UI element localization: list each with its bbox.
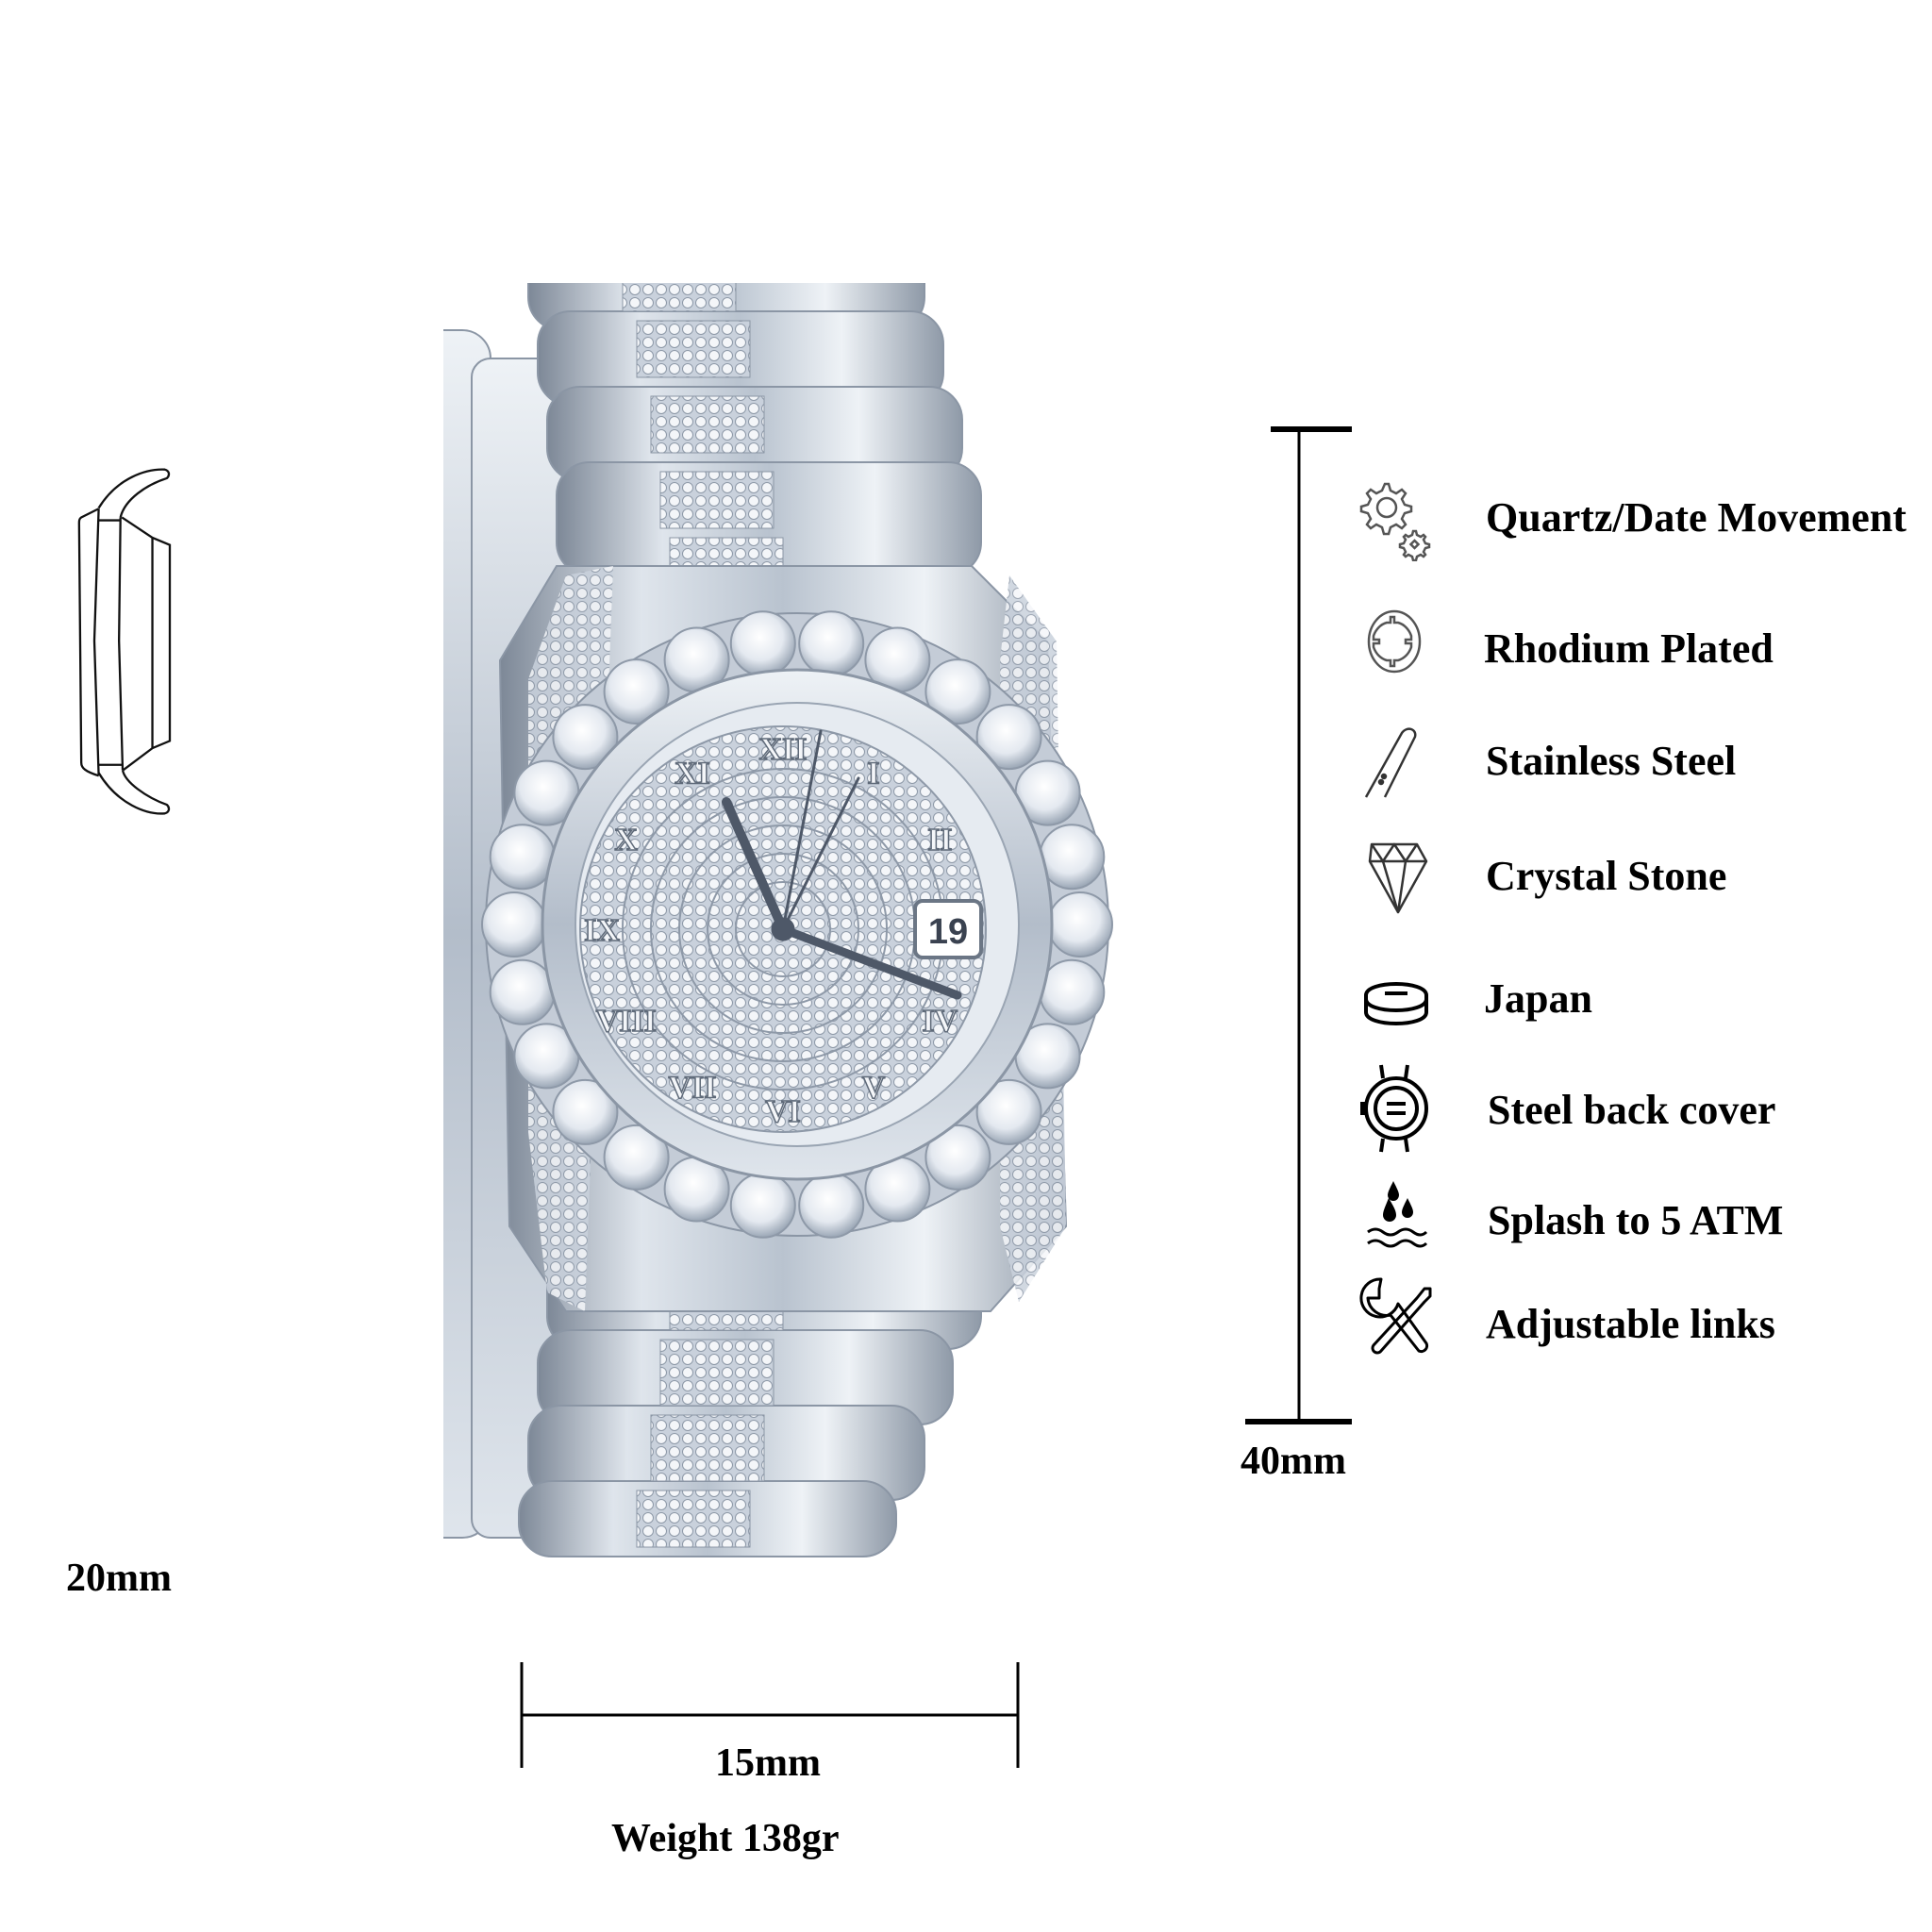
feature-label: Quartz/Date Movement [1486,494,1907,541]
dial-numeral: IV [922,1004,958,1039]
strap-icon [1358,722,1434,807]
feature-item-water: Splash to 5 ATM [1358,1179,1924,1264]
feature-item-links: Adjustable links [1358,1275,1924,1360]
water-drops-icon [1358,1179,1434,1264]
dial-numeral: XI [675,757,710,791]
feature-label: Stainless Steel [1486,738,1737,784]
width-dimension-line [519,1662,1021,1768]
bracelet-top [527,283,982,605]
feature-item-plating: Rhodium Plated [1358,602,1924,687]
feature-item-origin: Japan [1358,958,1924,1042]
strap-width-label: 15mm [715,1741,821,1785]
watch-back-icon [1358,1061,1434,1153]
dial-numeral: VII [668,1070,716,1105]
watch-side-profile-icon [77,468,172,815]
feature-item-material: Stainless Steel [1358,722,1924,807]
feature-label: Japan [1484,975,1592,1022]
side-thickness-label: 20mm [66,1557,172,1600]
feature-label: Crystal Stone [1486,853,1727,899]
feature-label: Adjustable links [1486,1301,1775,1347]
dial-numeral: X [614,823,638,858]
dial-numeral: II [927,823,952,858]
dial-numeral: IX [584,913,620,948]
ring-plating-icon [1358,602,1434,687]
dial-numeral: I [867,757,879,791]
case-height-label: 40mm [1241,1440,1346,1483]
height-dimension-line [1241,425,1354,1426]
feature-label: Steel back cover [1488,1087,1776,1133]
date-value: 19 [928,912,968,952]
weight-label: Weight 138gr [611,1817,840,1860]
battery-cell-icon [1358,958,1434,1042]
dial-numeral: XII [758,732,807,767]
gears-icon [1358,476,1434,561]
diamond-icon [1358,835,1434,920]
feature-item-back-cover: Steel back cover [1358,1061,1924,1153]
feature-label: Rhodium Plated [1484,625,1774,672]
tools-icon [1358,1275,1434,1360]
dial-numeral: VIII [596,1004,657,1039]
dial-numeral: VI [765,1094,801,1129]
date-window [913,899,983,959]
feature-item-movement: Quartz/Date Movement [1358,476,1924,561]
feature-item-stones: Crystal Stone [1358,835,1924,920]
feature-label: Splash to 5 ATM [1488,1197,1784,1243]
dial-numeral: V [862,1070,886,1105]
side-profile-drawing [38,349,226,1557]
watch-hands [722,729,962,1000]
